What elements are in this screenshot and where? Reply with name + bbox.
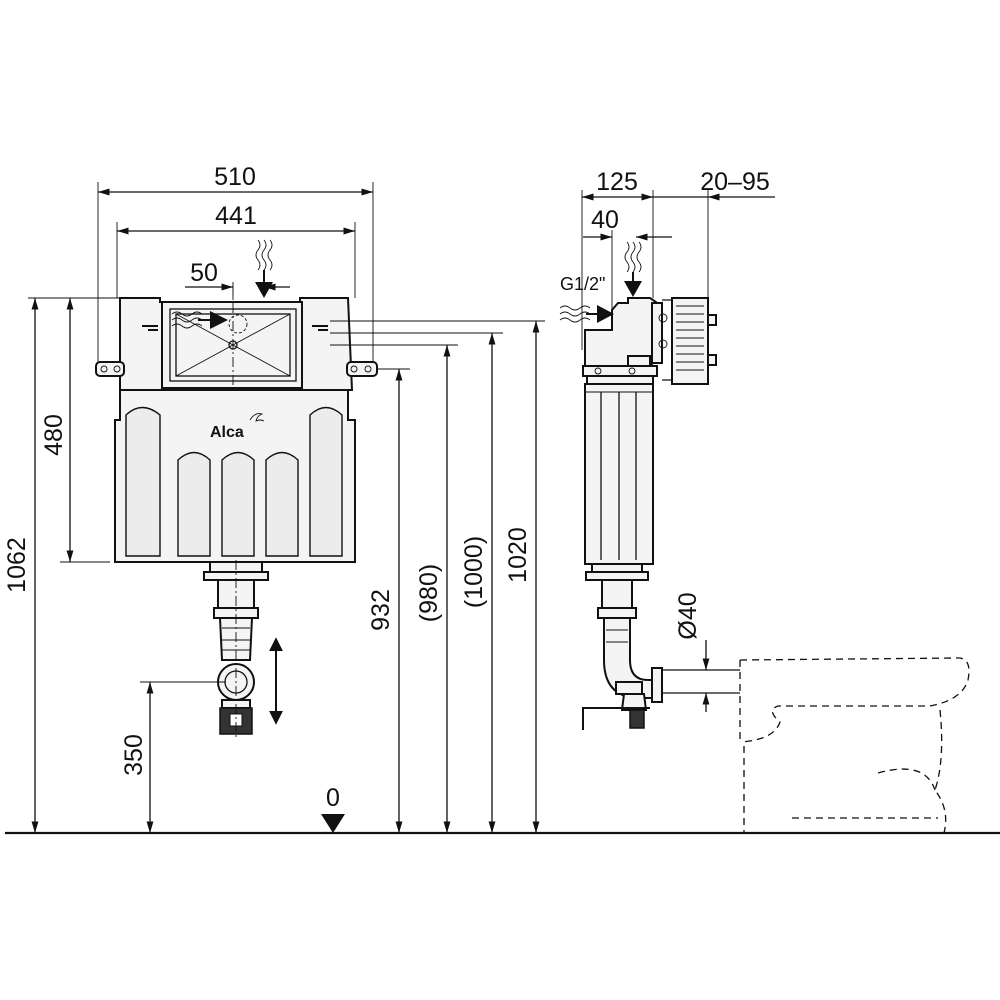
- dim-outlet-height: 350: [120, 681, 226, 833]
- dim-1000-label: (1000): [460, 536, 488, 608]
- dim-height-980: (980): [330, 344, 458, 833]
- dim-inlet-offset: 50: [185, 259, 290, 298]
- dim-bracket-height: 932: [367, 368, 410, 833]
- dim-350-label: 350: [120, 734, 148, 776]
- dim-480-label: 480: [40, 414, 68, 456]
- dim-inlet-thread: G1/2": [560, 274, 605, 294]
- dim-tank-height: 480: [40, 297, 120, 563]
- dim-20-95-label: 20–95: [700, 168, 770, 196]
- water-wave-icon: [255, 239, 273, 271]
- wc-bowl-outline: [739, 657, 970, 834]
- water-wave-icon: [624, 241, 642, 273]
- front-view: Alca: [3, 163, 545, 833]
- water-wave-icon: [171, 311, 203, 329]
- right-arrow-icon: [198, 311, 228, 329]
- cistern-tank: Alca: [114, 389, 356, 563]
- dim-125-label: 125: [596, 168, 638, 196]
- dim-932-label: 932: [367, 589, 395, 631]
- dim-441-label: 441: [215, 202, 257, 230]
- thread-g12-label: G1/2": [560, 274, 605, 294]
- dim-40-label: 40: [591, 206, 619, 234]
- dim-frame-width: 441: [116, 202, 356, 298]
- side-flush-pipe: [582, 563, 740, 730]
- dim-floor-level: 0: [321, 784, 345, 833]
- bird-logo-icon: [249, 413, 265, 422]
- down-arrow-icon: [321, 814, 345, 833]
- flush-pipe: [203, 560, 269, 740]
- dim-0-label: 0: [326, 784, 340, 812]
- dim-510-label: 510: [214, 163, 256, 191]
- dim-d40-label: Ø40: [674, 592, 702, 639]
- water-wave-icon: [559, 305, 591, 323]
- brand-logo: Alca: [210, 424, 244, 441]
- side-tank-body: [584, 383, 654, 565]
- dim-50-label: 50: [190, 259, 218, 287]
- dim-height-1000: (1000): [330, 332, 503, 833]
- right-arrow-icon: [586, 305, 614, 323]
- side-connector-band: [582, 365, 658, 385]
- dim-980-label: (980): [415, 564, 443, 622]
- dim-1020-label: 1020: [504, 527, 532, 583]
- down-arrow-icon: [624, 272, 642, 297]
- down-arrow-icon: [255, 270, 273, 298]
- side-view: 125 20–95 40 G1/2" Ø40: [559, 168, 970, 834]
- dim-wall-adjust: 20–95: [653, 168, 775, 298]
- dim-side-inlet-offset: 40: [583, 206, 672, 310]
- dim-height-1020: 1020: [330, 320, 545, 833]
- side-upper-module: [584, 297, 717, 385]
- dim-pipe-diameter: Ø40: [674, 592, 710, 712]
- dim-overall-width: 510: [97, 163, 374, 362]
- service-opening: [161, 285, 303, 390]
- dim-total-height: 1062: [3, 297, 60, 833]
- dim-depth: 125: [581, 168, 654, 350]
- dim-1062-label: 1062: [3, 537, 31, 593]
